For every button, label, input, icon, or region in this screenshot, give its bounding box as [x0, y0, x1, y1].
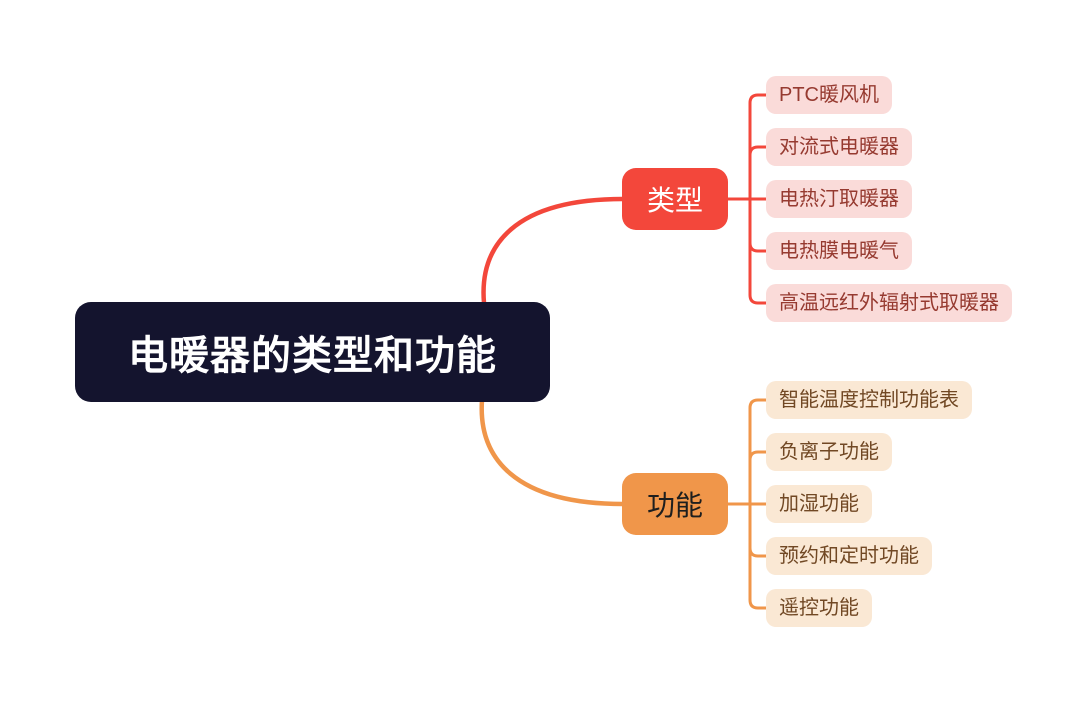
subtopic-item[interactable]: 加湿功能: [766, 485, 872, 523]
link-types-to-child-2: [748, 145, 768, 201]
link-functions-to-child-4: [748, 502, 768, 558]
branch-topic-functions[interactable]: 功能: [622, 473, 728, 535]
subtopic-item[interactable]: 遥控功能: [766, 589, 872, 627]
subtopic-item[interactable]: 预约和定时功能: [766, 537, 932, 575]
link-types-to-child-5: [748, 197, 768, 305]
subtopic-item[interactable]: 电热膜电暖气: [766, 232, 912, 270]
link-types-to-child-1: [748, 93, 768, 201]
subtopic-item[interactable]: 对流式电暖器: [766, 128, 912, 166]
root-topic[interactable]: 电暖器的类型和功能: [75, 302, 550, 402]
link-root-to-functions: [479, 397, 626, 507]
link-types-to-child-4: [748, 197, 768, 253]
subtopic-item[interactable]: 电热汀取暖器: [766, 180, 912, 218]
subtopic-item[interactable]: 高温远红外辐射式取暖器: [766, 284, 1012, 322]
subtopic-item[interactable]: 智能温度控制功能表: [766, 381, 972, 419]
link-root-to-types: [481, 196, 626, 306]
branch-topic-types[interactable]: 类型: [622, 168, 728, 230]
subtopic-item[interactable]: PTC暖风机: [766, 76, 892, 114]
subtopic-item[interactable]: 负离子功能: [766, 433, 892, 471]
link-functions-to-child-5: [748, 502, 768, 610]
link-functions-to-child-2: [748, 450, 768, 506]
link-functions-to-child-1: [748, 398, 768, 506]
